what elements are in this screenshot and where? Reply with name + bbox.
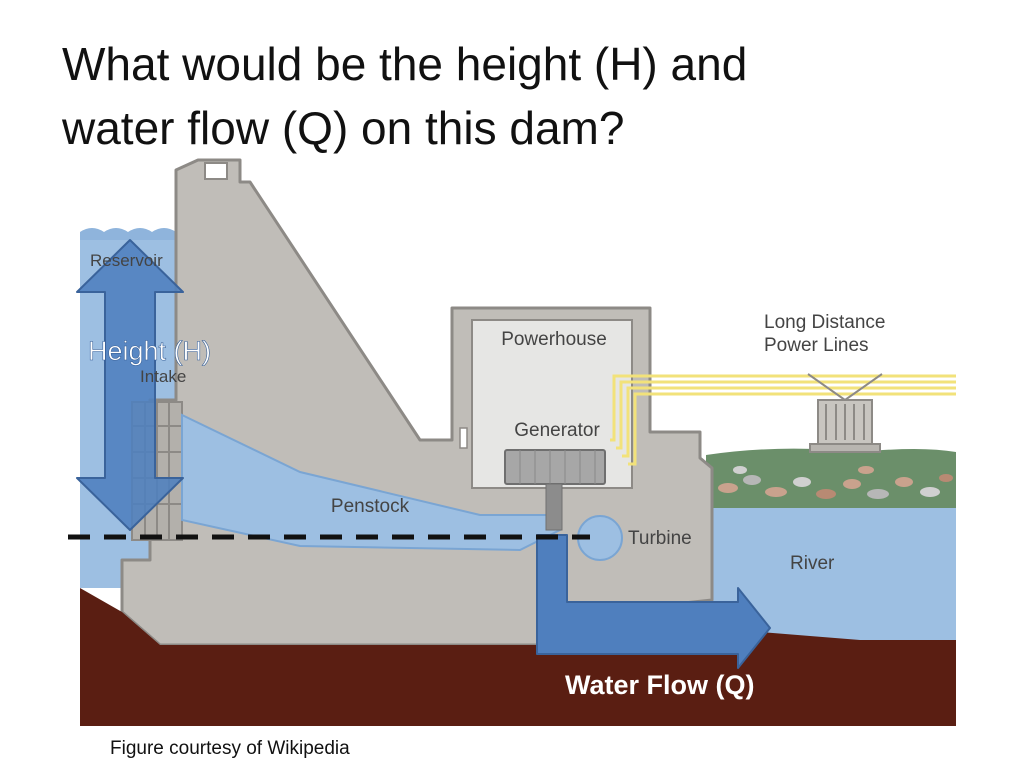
river-label: River <box>790 553 835 574</box>
powerhouse-label: Powerhouse <box>501 329 607 350</box>
figure-caption: Figure courtesy of Wikipedia <box>110 738 350 759</box>
penstock-label: Penstock <box>331 496 410 517</box>
water-flow-arrow <box>536 534 771 669</box>
river-bank <box>706 448 956 508</box>
slide-title: What would be the height (H) and water f… <box>62 32 962 160</box>
reservoir-surface <box>80 228 180 240</box>
dam-window <box>459 427 468 449</box>
ground <box>80 588 956 726</box>
power-lines-label-line-2: Power Lines <box>764 335 869 356</box>
height-label: Height (H) <box>88 336 211 366</box>
intake-label: Intake <box>140 367 186 386</box>
dam-crest-notch <box>204 162 228 180</box>
power-lines-label-line-1: Long Distance <box>764 312 885 333</box>
generator-label: Generator <box>514 420 600 441</box>
transmission-tower <box>807 373 883 453</box>
water-flow-label: Water Flow (Q) <box>565 670 755 700</box>
reservoir-label: Reservoir <box>90 251 163 270</box>
river-bank-stones <box>718 466 953 499</box>
power-lines <box>610 374 956 466</box>
generator-ribs <box>519 450 596 484</box>
slide-title-line-2: water flow (Q) on this dam? <box>62 102 625 154</box>
turbine-shaft <box>545 483 563 531</box>
slide-title-line-1: What would be the height (H) and <box>62 38 748 90</box>
height-arrow <box>76 239 184 531</box>
turbine-label: Turbine <box>628 528 692 549</box>
